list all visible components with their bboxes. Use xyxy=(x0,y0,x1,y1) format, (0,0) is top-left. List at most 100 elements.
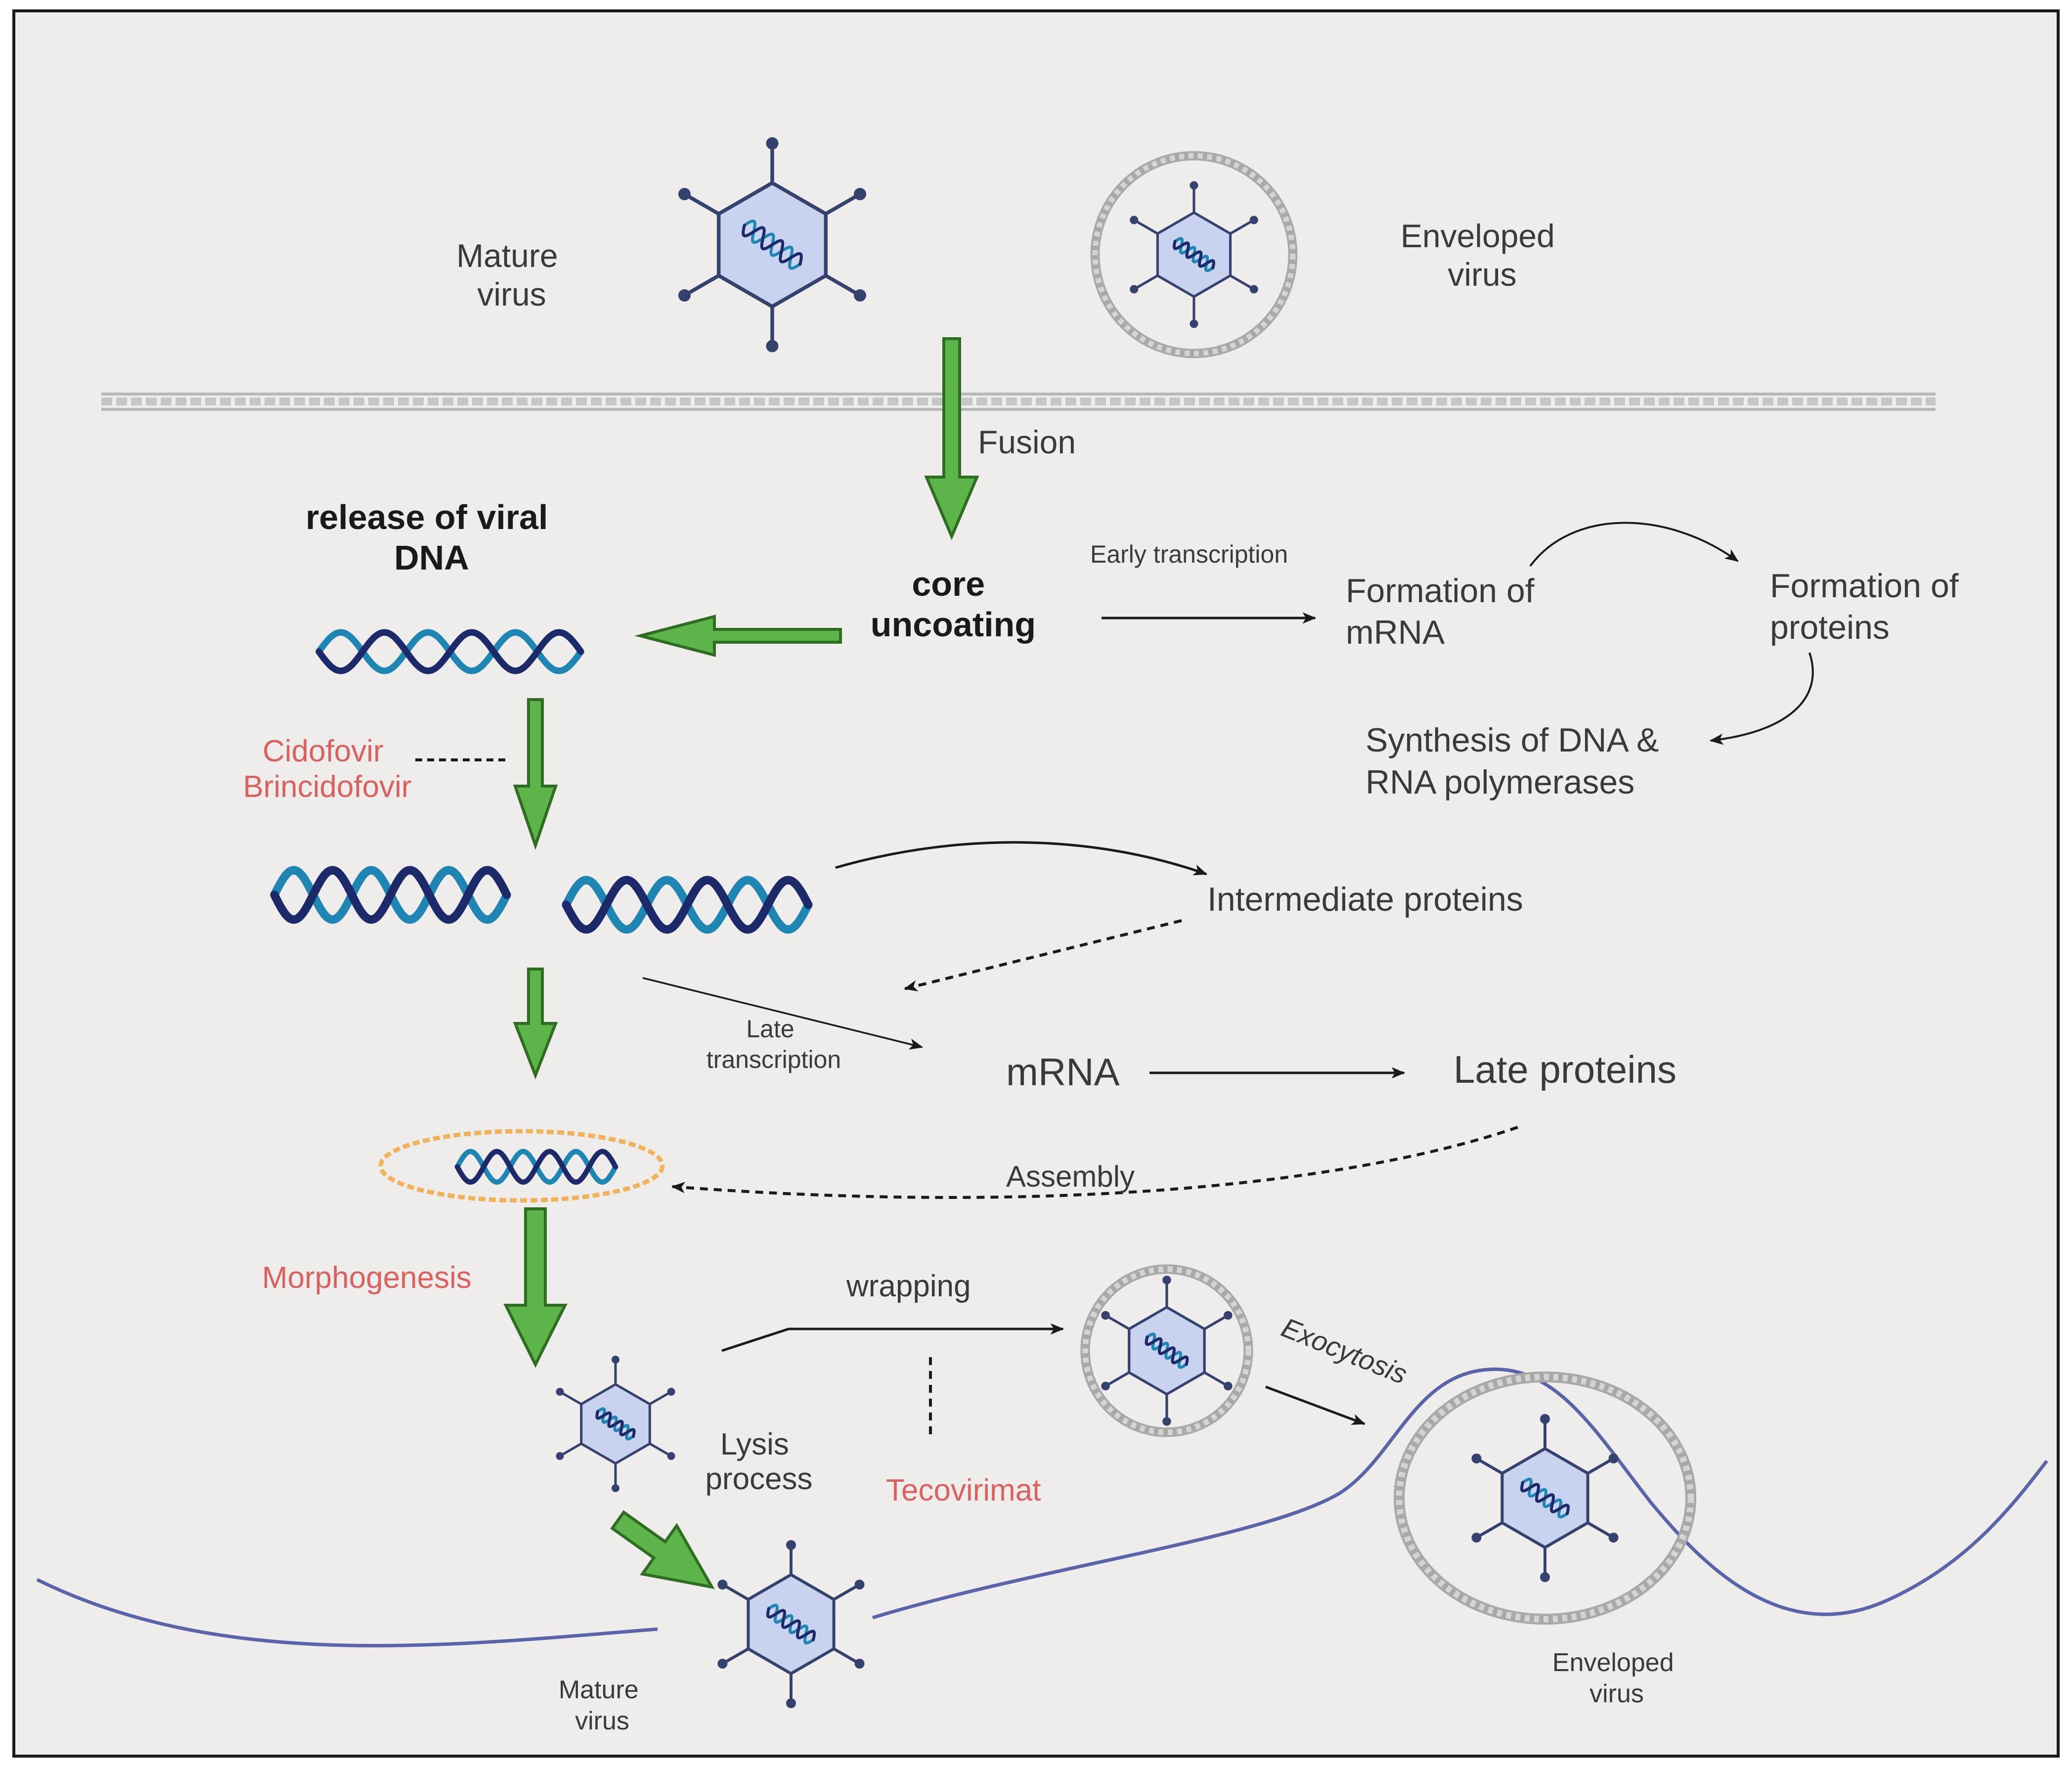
spike-knob xyxy=(766,137,779,150)
tecovirimat-label: Tecovirimat xyxy=(886,1473,1041,1507)
spike xyxy=(1133,274,1158,291)
intermediate-proteins-label: Intermediate proteins xyxy=(1207,881,1523,918)
mature-virus-top-label: Mature virus xyxy=(456,237,567,312)
spike xyxy=(833,1647,861,1665)
spike-knob xyxy=(1224,1381,1233,1391)
spike-knob xyxy=(678,188,691,200)
green-arrow-replicated xyxy=(513,968,558,1080)
arrow-wrapping xyxy=(721,1323,1064,1352)
spike-knob xyxy=(766,340,779,353)
helix-strand xyxy=(1173,240,1215,269)
spike-knob xyxy=(1540,1414,1550,1424)
spike-knob xyxy=(1130,285,1139,294)
spike-knob xyxy=(1101,1381,1110,1391)
membrane-bottom xyxy=(36,1368,2048,1648)
green-arrow-morphogenesis xyxy=(503,1207,568,1368)
capsid-dna-icon xyxy=(595,1407,636,1441)
green-arrow-shape xyxy=(513,698,558,850)
green-arrow-shape xyxy=(513,968,558,1080)
assembly-label: Assembly xyxy=(1006,1160,1135,1193)
helix-strand xyxy=(595,1410,636,1438)
capsid-dna-icon xyxy=(742,220,803,270)
virus-mature-bottom-left xyxy=(556,1356,675,1492)
formation-mrna-label: Formation of mRNA xyxy=(1346,572,1544,651)
arrow-dna-to-intermediate xyxy=(835,841,1208,876)
enveloped-virus-top-label: Enveloped virus xyxy=(1401,218,1564,293)
spike-knob xyxy=(1101,1311,1110,1320)
late-transcription-label: Late transcription xyxy=(706,1015,841,1073)
virus-mature-top xyxy=(678,137,867,353)
spike-knob xyxy=(667,1452,675,1460)
assembly-nucleoid xyxy=(378,1129,665,1203)
spike-knob xyxy=(1162,1276,1171,1284)
capsid-dna-icon xyxy=(1520,1477,1570,1519)
green-arrow-release xyxy=(634,615,842,657)
spike xyxy=(721,1647,749,1665)
spike-knob xyxy=(667,1388,675,1396)
virus-enveloped-wrapping xyxy=(1080,1264,1253,1437)
spike xyxy=(649,1390,672,1406)
green-arrow-shape xyxy=(503,1207,568,1368)
spike xyxy=(1104,1371,1130,1387)
spike xyxy=(1230,219,1255,235)
formation-proteins-label: Formation of proteins xyxy=(1770,567,1968,646)
arrow-proteins-to-polymerases xyxy=(1709,652,1814,745)
arrow-assembly-dashed xyxy=(671,1126,1518,1199)
helix-strand xyxy=(562,876,813,934)
spike xyxy=(1104,1314,1130,1330)
green-arrow-replication xyxy=(513,698,558,850)
virus-enveloped-top xyxy=(1090,151,1298,358)
envelope-beads xyxy=(1396,1373,1694,1623)
capsid-dna-icon xyxy=(766,1603,816,1645)
spike-knob xyxy=(1540,1572,1550,1582)
helix-strand xyxy=(1145,1335,1189,1366)
spike xyxy=(721,1583,749,1601)
spike xyxy=(649,1442,672,1458)
mrna-label: mRNA xyxy=(1006,1050,1120,1094)
spike xyxy=(833,1583,861,1601)
dna-helix-replicated-right xyxy=(562,876,813,934)
green-arrow-shape xyxy=(634,615,842,657)
spike-knob xyxy=(1190,181,1198,190)
lysis-process-label: Lysis process xyxy=(705,1427,812,1496)
spike xyxy=(825,274,861,297)
spike-knob xyxy=(786,1540,796,1550)
envelope-beads xyxy=(1092,153,1296,356)
virus-mature-released xyxy=(717,1540,865,1708)
green-arrow-shape xyxy=(610,1510,715,1590)
spike xyxy=(683,274,720,297)
spike-knob xyxy=(1608,1533,1619,1543)
capsid-dna-icon xyxy=(1173,237,1215,272)
dna-helix-replicated-left xyxy=(270,866,511,924)
spike-knob xyxy=(612,1356,619,1364)
spike xyxy=(825,192,861,216)
spike-knob xyxy=(1130,216,1139,224)
spike-knob xyxy=(678,289,691,302)
arrow-late-transcription xyxy=(642,977,924,1050)
spike-knob xyxy=(1162,1417,1171,1426)
arrow-intermediate-dashed xyxy=(903,919,1182,992)
spike-knob xyxy=(1249,216,1258,224)
arrow-exocytosis xyxy=(1265,1385,1366,1425)
spike xyxy=(683,192,720,216)
spike-knob xyxy=(1249,285,1258,294)
spike xyxy=(1230,274,1255,291)
virus-enveloped-exocytosed xyxy=(1394,1371,1696,1625)
early-transcription-label: Early transcription xyxy=(1090,540,1288,568)
spike-knob xyxy=(1471,1454,1482,1463)
spike xyxy=(1203,1371,1229,1387)
release-dna-label: release of viral DNA xyxy=(306,498,558,577)
spike-knob xyxy=(612,1484,619,1492)
helix-strand xyxy=(766,1607,816,1641)
arrow-mrna-to-proteins xyxy=(1529,522,1739,567)
helix-strand xyxy=(270,866,511,924)
spike-knob xyxy=(786,1698,796,1708)
spike xyxy=(1203,1314,1229,1330)
spike-knob xyxy=(854,188,867,200)
helix-strand xyxy=(742,223,803,266)
enveloped-virus-bottom-label: Enveloped virus xyxy=(1552,1648,1681,1708)
core-uncoating-label: core uncoating xyxy=(871,565,1036,644)
capsid-dna-icon xyxy=(1145,1332,1189,1369)
spike xyxy=(559,1442,582,1458)
spike-knob xyxy=(1608,1454,1619,1463)
